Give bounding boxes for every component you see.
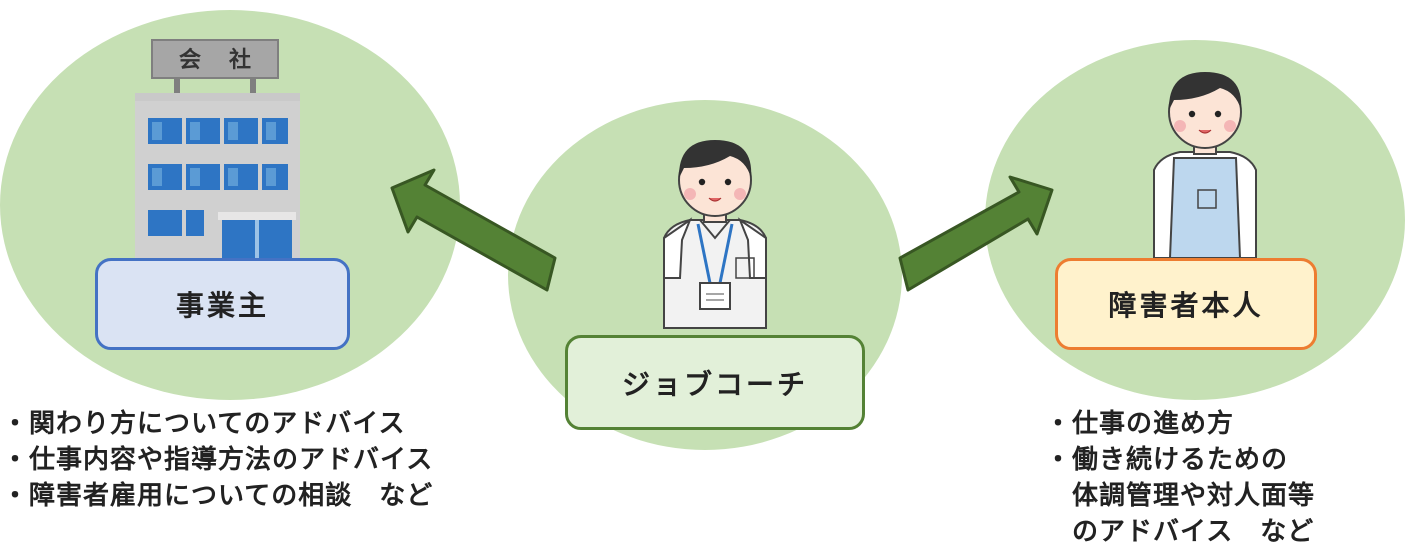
employer-note-2: ・仕事内容や指導方法のアドバイス (2, 445, 434, 475)
person-note-3: 体調管理や対人面等 (1045, 481, 1316, 511)
person-label: 障害者本人 (1108, 289, 1264, 322)
employer-note-1: ・関わり方についてのアドバイス (2, 409, 406, 439)
employer-label-box: 事業主 (95, 258, 350, 350)
company-building-icon: 会 社 (135, 39, 300, 265)
employer-notes: ・関わり方についてのアドバイス ・仕事内容や指導方法のアドバイス ・障害者雇用に… (2, 406, 433, 514)
person-label-box: 障害者本人 (1055, 258, 1317, 350)
person-note-1: ・仕事の進め方 (1045, 409, 1235, 439)
company-sign-char-1: 会 (179, 47, 201, 73)
employer-label: 事業主 (175, 289, 269, 322)
arrow-to-person (898, 175, 1054, 292)
person-worker-icon (1153, 72, 1257, 259)
job-coach-label-box: ジョブコーチ (565, 335, 865, 430)
arrow-to-employer (390, 168, 557, 292)
person-note-2: ・働き続けるための (1045, 445, 1289, 475)
job-coach-label: ジョブコーチ (621, 367, 808, 401)
employer-note-3: ・障害者雇用についての相談 など (2, 481, 434, 511)
person-notes: ・仕事の進め方 ・働き続けるための 体調管理や対人面等 のアドバイス など (1045, 406, 1315, 550)
job-coach-person-icon (663, 140, 767, 329)
person-note-4: のアドバイス など (1045, 517, 1315, 547)
company-sign-char-2: 社 (229, 47, 251, 73)
